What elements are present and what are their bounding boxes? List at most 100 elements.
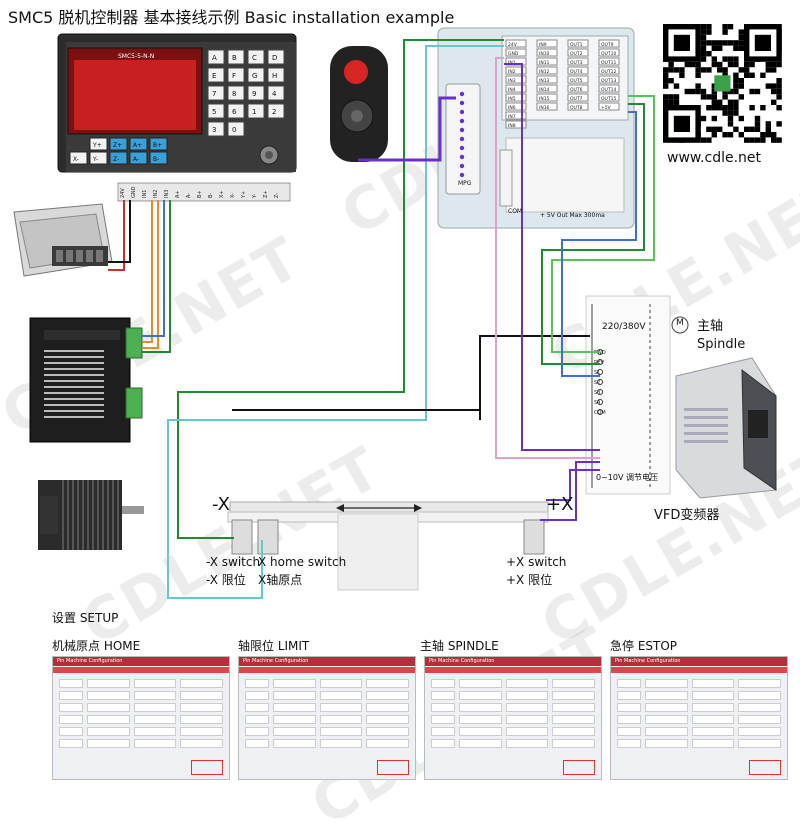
controller-key-label: B — [232, 54, 237, 62]
controller-key — [207, 49, 225, 65]
controller-key — [227, 67, 245, 83]
setup-screenshot-spindle: Pin Machine Configuration — [424, 656, 602, 780]
controller-key-label: 1 — [252, 108, 256, 116]
setup-label-spindle: 主轴 SPINDLE — [420, 639, 499, 653]
board-pin-label: IN14 — [539, 87, 550, 93]
controller-key-label: Y+ — [92, 142, 102, 149]
board-pin-label: OUT7 — [570, 96, 583, 102]
controller-key-label: 5 — [212, 108, 216, 116]
controller-key-label: A- — [133, 156, 139, 163]
spindle-label-en: Spindle — [697, 337, 746, 352]
mpg-port-pin — [459, 127, 465, 133]
vfd-label: VFD变频器 — [654, 508, 720, 523]
driver-spec-line — [44, 374, 104, 376]
spindle-motor-symbol: M — [676, 318, 684, 328]
controller-port-label: GND — [131, 186, 137, 198]
controller-key-label: F — [232, 72, 236, 80]
driver-spec-line — [44, 404, 104, 406]
highlight-box — [191, 760, 223, 775]
controller-key-label: D — [272, 54, 277, 62]
board-pin — [536, 66, 558, 75]
driver-spec-line — [44, 350, 104, 352]
controller-key — [129, 151, 148, 165]
board-pin — [567, 93, 589, 102]
mpg-port-pin — [459, 172, 465, 178]
motor-fin — [62, 480, 64, 550]
controller-port-label: A- — [186, 193, 192, 198]
controller-key-label: B+ — [153, 142, 162, 149]
setup-screenshot-home: Pin Machine Configuration — [52, 656, 230, 780]
board-pin-label: IN8 — [508, 123, 516, 129]
home-switch-cn: X轴原点 — [258, 573, 303, 587]
controller-port-label: IN1 — [142, 190, 148, 198]
controller-key-label: E — [212, 72, 216, 80]
board-pin-label: OUT8 — [570, 105, 583, 111]
controller-key — [89, 151, 108, 165]
board-pin — [567, 75, 589, 84]
board-pin — [505, 120, 527, 129]
mpg-port-pin — [459, 154, 465, 160]
motor-fin — [92, 480, 94, 550]
driver-spec-line — [44, 362, 104, 364]
motor-fin — [82, 480, 84, 550]
controller-key-label: 0 — [232, 126, 236, 134]
board-pin-label: +5V — [601, 105, 612, 111]
controller-port-label: 24V — [120, 188, 126, 198]
board-pin — [598, 66, 620, 75]
controller-key — [109, 151, 128, 165]
mpg-port-pin — [459, 100, 465, 106]
spindle-label-cn: 主轴 — [697, 319, 724, 334]
controller-key-label: B- — [153, 156, 159, 163]
board-pin — [536, 48, 558, 57]
controller-key — [69, 151, 88, 165]
board-pin — [505, 84, 527, 93]
board-pin-label: IN12 — [539, 69, 550, 75]
controller-key-label: Z+ — [113, 142, 122, 149]
board-mpg-label: MPG — [458, 180, 472, 187]
board-pin-label: OUT6 — [570, 87, 583, 93]
vfd-terminal — [597, 399, 603, 405]
highlight-box — [563, 760, 595, 775]
controller-key-label: C — [252, 54, 257, 62]
setup-caption: Pin Machine Configuration — [615, 658, 681, 664]
board-pin — [598, 102, 620, 111]
motor-fin — [87, 480, 89, 550]
board-pin — [536, 93, 558, 102]
setup-screenshot-limit: Pin Machine Configuration — [238, 656, 416, 780]
board-pin — [536, 39, 558, 48]
board-pin — [598, 39, 620, 48]
board-pin-label: IN16 — [539, 105, 550, 111]
mpg-port-pin — [459, 109, 465, 115]
axis-plus-label: +X — [546, 494, 574, 515]
controller-key-label: Z- — [113, 156, 119, 163]
controller-key — [89, 137, 108, 151]
board-pin — [598, 48, 620, 57]
board-pin — [598, 93, 620, 102]
qr-code — [663, 24, 782, 143]
vfd-terminal-label: S2 — [594, 380, 600, 386]
controller-key — [227, 49, 245, 65]
driver-spec-line — [44, 356, 104, 358]
controller-key — [149, 151, 168, 165]
board-pin-label: IN10 — [539, 51, 550, 57]
controller-key — [227, 121, 245, 137]
motor-fin — [102, 480, 104, 550]
website-link[interactable]: www.cdle.net — [667, 150, 762, 166]
board-com-label: COM — [508, 208, 523, 215]
setup-caption: Pin Machine Configuration — [57, 658, 123, 664]
motor-fin — [107, 480, 109, 550]
controller-port-label: Z+ — [263, 190, 269, 198]
controller-key-label: 7 — [212, 90, 216, 98]
controller-key — [267, 103, 285, 119]
controller-key — [207, 121, 225, 137]
controller-key — [247, 85, 265, 101]
board-pin — [536, 84, 558, 93]
board-pin — [505, 75, 527, 84]
controller-key-label: 3 — [212, 126, 216, 134]
controller-key-label: A+ — [133, 142, 142, 149]
board-pin-label: OUT3 — [570, 60, 583, 66]
vfd-terminal-label: COM — [594, 410, 606, 416]
board-pin-label: OUT5 — [570, 78, 583, 84]
board-pin-label: 24V — [508, 42, 518, 48]
